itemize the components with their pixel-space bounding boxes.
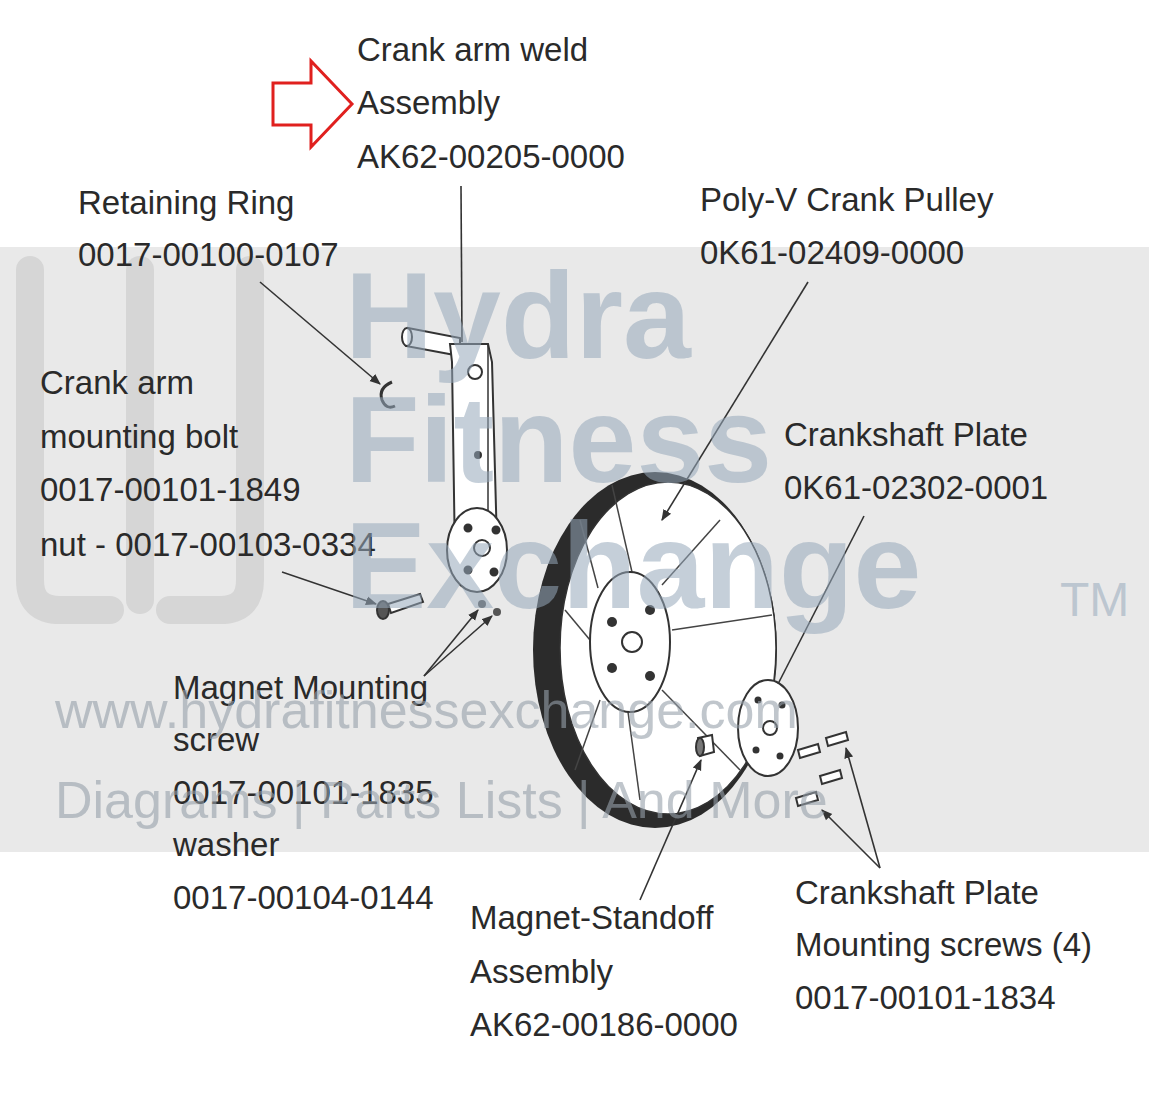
watermark-text: Exchange <box>345 501 921 631</box>
part-name: Crankshaft Plate <box>795 873 1039 913</box>
part-name: mounting bolt <box>40 417 238 457</box>
watermark-text: Diagrams | Parts Lists | And More <box>55 770 828 830</box>
part-name: washer <box>173 825 279 865</box>
part-number: nut - 0017-00103-0334 <box>40 525 376 565</box>
watermark-text: TM <box>1060 572 1129 628</box>
part-name: Crankshaft Plate <box>784 415 1028 455</box>
part-name: Crank arm <box>40 363 194 403</box>
part-number: 0017-00101-1834 <box>795 978 1056 1018</box>
part-name: Magnet-Standoff <box>470 898 713 938</box>
part-name: Crank arm weld <box>357 30 588 70</box>
part-number: AK62-00205-0000 <box>357 137 625 177</box>
watermark-band <box>0 247 1149 852</box>
highlight-arrow <box>273 61 352 147</box>
watermark-text: www.hydrafitnessexchange.com <box>55 680 798 740</box>
part-name: Assembly <box>357 83 500 123</box>
part-name: Mounting screws (4) <box>795 925 1092 965</box>
part-name: Assembly <box>470 952 613 992</box>
watermark-text: Fitness <box>345 375 772 505</box>
part-number: 0017-00101-1849 <box>40 470 301 510</box>
part-number: AK62-00186-0000 <box>470 1005 738 1045</box>
part-number: 0K61-02409-0000 <box>700 233 964 273</box>
part-number: 0017-00100-0107 <box>78 235 339 275</box>
part-name: Retaining Ring <box>78 183 294 223</box>
part-name: Poly-V Crank Pulley <box>700 180 993 220</box>
watermark-text: Hydra <box>345 251 691 381</box>
part-number: 0017-00104-0144 <box>173 878 434 918</box>
